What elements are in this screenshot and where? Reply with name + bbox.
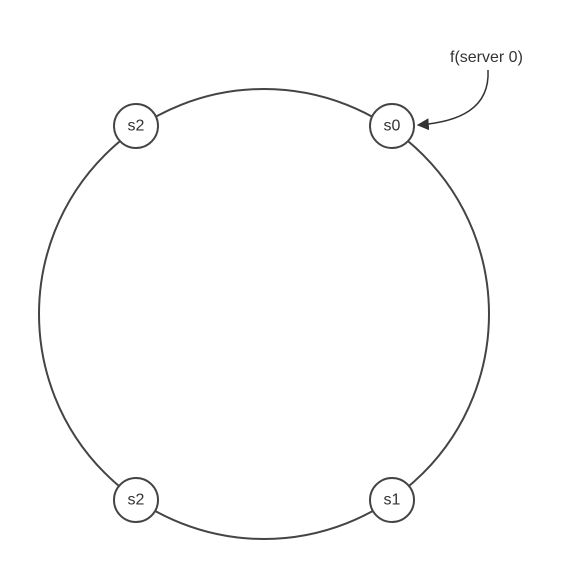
node-circle [369,103,415,149]
server-node-s2-bottom: s2 [113,477,159,523]
server-node-s2-top: s2 [113,103,159,149]
hash-ring [38,88,490,540]
node-circle [369,477,415,523]
node-label: s2 [128,118,145,135]
node-label: s2 [128,492,145,509]
node-label: s1 [384,492,401,509]
annotation-arrow [416,69,489,131]
server-node-s1: s1 [369,477,415,523]
node-circle [113,477,159,523]
annotation-label: f(server 0) [450,49,523,66]
node-label: s0 [384,118,401,135]
node-circle [113,103,159,149]
server-node-s0: s0 [369,103,415,149]
